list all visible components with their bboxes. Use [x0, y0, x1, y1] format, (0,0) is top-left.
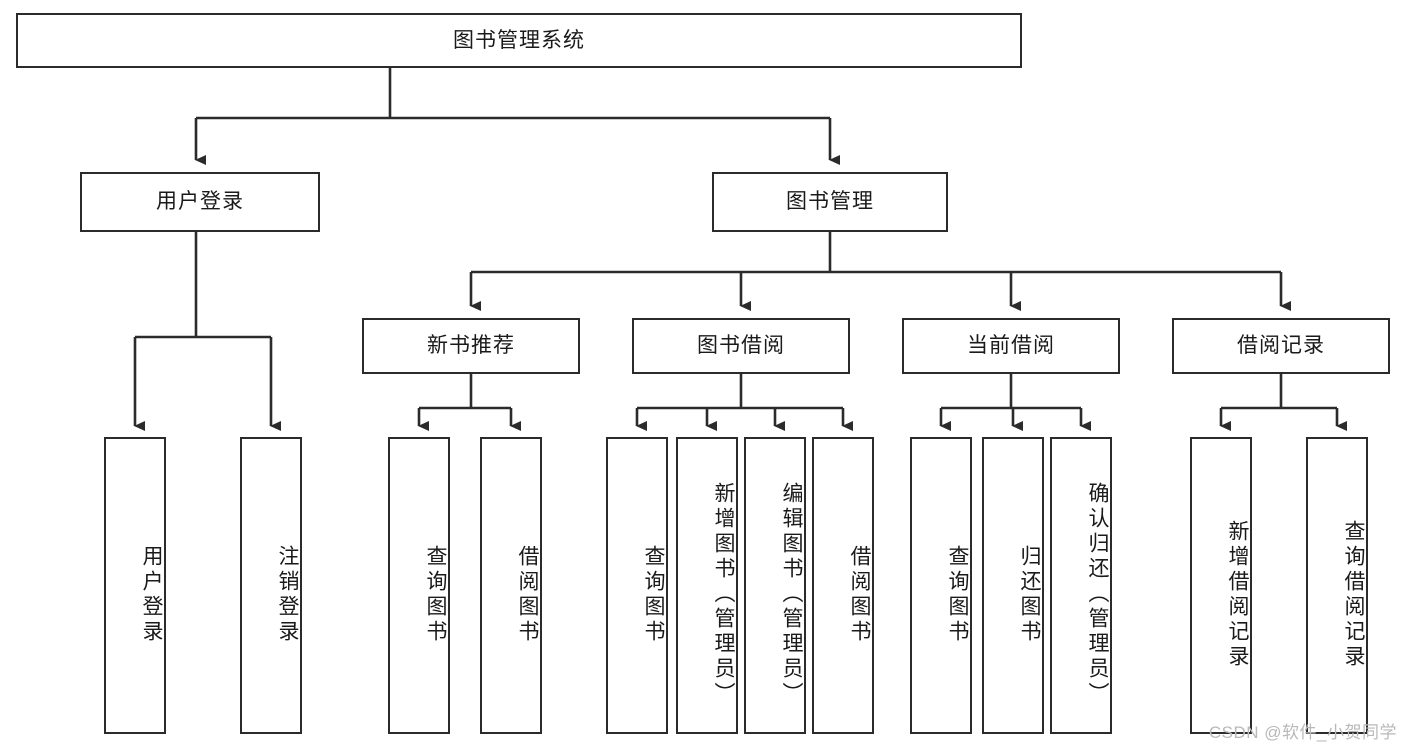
node-book-borrow-label: 图书借阅	[697, 334, 785, 358]
node-root[interactable]: 图书管理系统	[16, 13, 1022, 68]
node-leaf-edit-book[interactable]: 编辑图书（管理员）	[744, 437, 806, 734]
node-leaf-add-book[interactable]: 新增图书（管理员）	[676, 437, 738, 734]
node-borrow-record-label: 借阅记录	[1237, 334, 1325, 358]
node-user-login[interactable]: 用户登录	[80, 172, 320, 232]
node-leaf-borrow-book-rec[interactable]: 借阅图书	[480, 437, 542, 734]
node-leaf-edit-book-label: 编辑图书（管理员）	[780, 482, 803, 707]
node-new-book-recommend-label: 新书推荐	[427, 334, 515, 358]
node-book-management[interactable]: 图书管理	[712, 172, 948, 232]
node-leaf-borrow-book-bor-label: 借阅图书	[848, 544, 871, 645]
node-user-login-label: 用户登录	[156, 190, 244, 214]
node-book-borrow[interactable]: 图书借阅	[632, 318, 850, 374]
node-leaf-query-record[interactable]: 查询借阅记录	[1306, 437, 1368, 734]
node-leaf-query-book-cur[interactable]: 查询图书	[910, 437, 972, 734]
node-leaf-user-logout[interactable]: 注销登录	[240, 437, 302, 734]
node-current-borrow[interactable]: 当前借阅	[902, 318, 1120, 374]
node-leaf-borrow-book-bor[interactable]: 借阅图书	[812, 437, 874, 734]
node-leaf-add-record-label: 新增借阅记录	[1226, 519, 1249, 670]
node-leaf-return-book-label: 归还图书	[1018, 544, 1041, 645]
node-current-borrow-label: 当前借阅	[967, 334, 1055, 358]
node-borrow-record[interactable]: 借阅记录	[1172, 318, 1390, 374]
node-leaf-add-record[interactable]: 新增借阅记录	[1190, 437, 1252, 734]
node-leaf-query-book-cur-label: 查询图书	[946, 544, 969, 645]
node-leaf-user-logout-label: 注销登录	[276, 544, 299, 645]
node-leaf-user-login-label: 用户登录	[140, 544, 163, 645]
node-leaf-confirm-return[interactable]: 确认归还（管理员）	[1050, 437, 1112, 734]
node-leaf-add-book-label: 新增图书（管理员）	[712, 482, 735, 707]
node-leaf-return-book[interactable]: 归还图书	[982, 437, 1044, 734]
node-leaf-query-book-bor[interactable]: 查询图书	[606, 437, 668, 734]
node-leaf-query-book-bor-label: 查询图书	[642, 544, 665, 645]
node-leaf-borrow-book-rec-label: 借阅图书	[516, 544, 539, 645]
node-book-management-label: 图书管理	[786, 190, 874, 214]
node-leaf-query-record-label: 查询借阅记录	[1342, 519, 1365, 670]
node-leaf-confirm-return-label: 确认归还（管理员）	[1086, 482, 1109, 707]
node-leaf-user-login[interactable]: 用户登录	[104, 437, 166, 734]
node-new-book-recommend[interactable]: 新书推荐	[362, 318, 580, 374]
node-leaf-query-book-rec[interactable]: 查询图书	[388, 437, 450, 734]
node-leaf-query-book-rec-label: 查询图书	[424, 544, 447, 645]
node-root-label: 图书管理系统	[453, 28, 585, 52]
